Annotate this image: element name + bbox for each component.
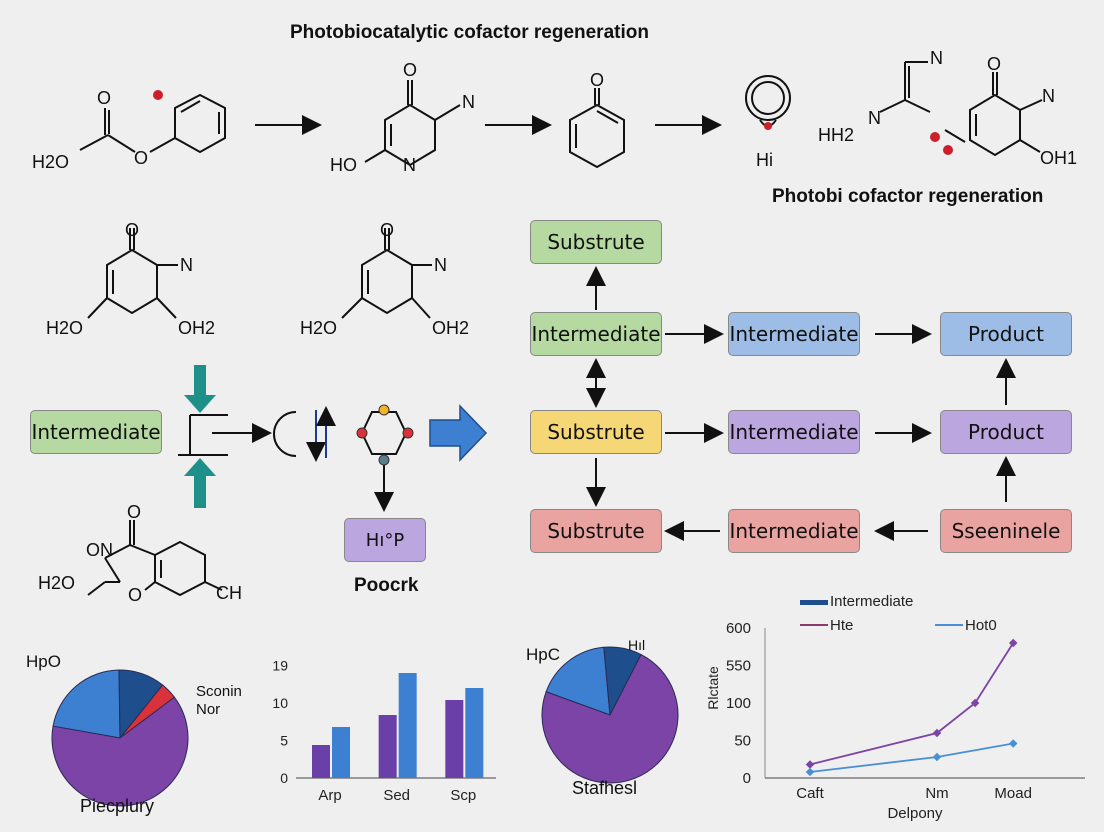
flow-product-r2: Product [940, 410, 1072, 454]
line-point [1008, 739, 1018, 748]
pie1-label-sconin: Sconin [196, 683, 242, 700]
atom-label: H2O [46, 318, 84, 338]
pie-chart-1 [51, 669, 189, 807]
line-point [805, 760, 815, 769]
atom-label: N [434, 255, 447, 275]
atom-label: O [380, 220, 395, 240]
left-panel-caption: Poocrk [354, 575, 419, 596]
atom-label: O [590, 70, 605, 90]
bar [312, 745, 330, 778]
atom-label: OH2 [432, 318, 470, 338]
atom-label: N [462, 92, 475, 112]
line-y-tick: 50 [734, 733, 751, 750]
pie1-label-nor: Nor [196, 701, 221, 718]
pie-slice-0 [545, 646, 611, 716]
line-point [805, 767, 815, 777]
atom-label: N [403, 155, 416, 175]
bar-y-tick: 10 [272, 695, 288, 711]
flow-substrate-r3: Substrute [530, 509, 662, 553]
legend-swatch [800, 624, 828, 626]
bar-y-tick: 19 [272, 658, 288, 674]
bar-y-tick: 5 [280, 733, 288, 749]
pie2-label-hpc: HpC [526, 645, 561, 664]
atom-label: O [134, 148, 149, 168]
pie-slice-3 [51, 696, 189, 807]
bar-y-tick: 0 [280, 770, 288, 786]
atom-label: N [1042, 86, 1055, 106]
atom-label: H2O [32, 152, 70, 172]
page-subtitle: Photobi cofactor regeneration [772, 186, 1044, 207]
atom-label: O [127, 502, 142, 522]
atom-label: HH2 [818, 125, 855, 145]
atom-label: N [180, 255, 193, 275]
line-y-tick: 0 [743, 770, 751, 787]
line-series [809, 642, 1014, 766]
line-y-tick: 550 [726, 658, 751, 675]
atom-label: H2O [300, 318, 338, 338]
legend-swatch [935, 624, 963, 626]
atom-label: Hi [756, 150, 773, 170]
atom-label: O [128, 585, 143, 605]
line-y-tick: 100 [726, 695, 751, 712]
flow-substrate-top: Substrute [530, 220, 662, 264]
line-x-tick: Moad [994, 785, 1032, 802]
flow-intermediate-r2: Intermediate [728, 410, 860, 454]
bar [332, 727, 350, 778]
atom-label: O [97, 88, 112, 108]
bar [398, 673, 417, 778]
bar-x-tick: Scp [450, 787, 476, 804]
flow-substrate-r2: Substrute [530, 410, 662, 454]
hp-box: Hı°P [344, 518, 426, 562]
atom-label: N [100, 540, 113, 560]
line-point [1008, 638, 1018, 648]
atom-label: CH [216, 583, 242, 603]
atom-label: OH2 [178, 318, 216, 338]
line-x-tick: Caft [796, 785, 824, 802]
legend-swatch [800, 600, 828, 605]
pie1-label-hpo: HpO [26, 652, 61, 671]
line-point [932, 752, 942, 762]
atom-label: O [987, 54, 1002, 74]
flow-intermediate-r1a: Intermediate [530, 312, 662, 356]
pie1-title: Piecplury [80, 796, 155, 816]
atom-label: N [868, 108, 881, 128]
flow-product-r1: Product [940, 312, 1072, 356]
atom-label: N [930, 48, 943, 68]
page-title: Photobiocatalytic cofactor regeneration [290, 22, 649, 43]
bar [378, 715, 397, 778]
legend-label: Hte [830, 617, 853, 634]
flow-intermediate-r3: Intermediate [728, 509, 860, 553]
bar [465, 688, 484, 778]
line-y-label: Rlctate [705, 666, 721, 710]
pie2-label-hl: Hıl [628, 637, 646, 653]
atom-label: OH1 [1040, 148, 1078, 168]
bar-x-tick: Arp [318, 787, 341, 804]
bar-x-tick: Sed [383, 787, 410, 804]
line-point [970, 698, 980, 708]
line-x-tick: Nm [925, 785, 948, 802]
pie-chart-2 [541, 646, 679, 784]
pie-slice-2 [541, 653, 679, 784]
pie2-title: Stafhesl [572, 778, 638, 798]
atom-label: H2O [38, 573, 76, 593]
line-y-tick: 600 [726, 620, 751, 637]
pie-slice-0 [52, 669, 121, 739]
atom-label: O [86, 540, 101, 560]
line-x-label: Delpony [887, 805, 943, 822]
atom-label: O [403, 60, 418, 80]
flow-end-r3: Sseeninele [940, 509, 1072, 553]
legend-label: Intermediate [830, 593, 913, 610]
flow-intermediate-r1b: Intermediate [728, 312, 860, 356]
atom-label: HO [330, 155, 357, 175]
bar [445, 700, 464, 778]
intermediate-box-left: Intermediate [30, 410, 162, 454]
atom-label: O [125, 220, 140, 240]
legend-label: Hot0 [965, 617, 997, 634]
